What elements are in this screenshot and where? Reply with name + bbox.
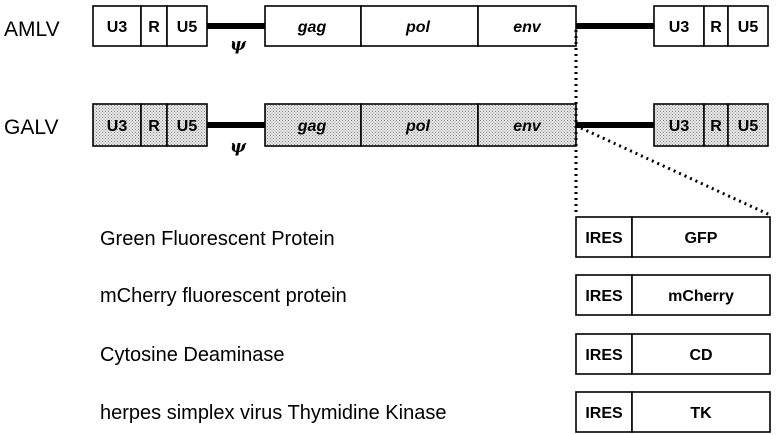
u3-label: U3 [669, 19, 690, 36]
u5-label: U5 [177, 118, 198, 135]
construct-row-galv: GALV U3 R U5 ψ gag pol env U3 R U5 [4, 103, 769, 157]
gag-label: gag [297, 118, 327, 135]
insert-description: Cytosine Deaminase [100, 344, 285, 366]
u5-box [166, 103, 208, 147]
u5-label: U5 [738, 19, 759, 36]
insert-description: mCherry fluorescent protein [100, 285, 347, 307]
gag-box [264, 103, 362, 147]
pol-label: pol [405, 19, 431, 36]
r-label: R [148, 19, 160, 36]
gag-label: gag [297, 19, 327, 36]
u5-box [166, 5, 208, 47]
insert-description: herpes simplex virus Thymidine Kinase [100, 402, 446, 424]
construct-name: AMLV [4, 18, 60, 41]
insert-gene-label: mCherry [668, 288, 734, 305]
u3-box [92, 103, 142, 147]
insert-row: Green Fluorescent Protein IRES GFP [100, 216, 771, 258]
insert-gene-box [631, 274, 771, 316]
insert-gene-box [631, 391, 771, 433]
r-label: R [710, 19, 722, 36]
r-label: R [148, 118, 160, 135]
ires-label: IRES [585, 230, 623, 247]
pol-label: pol [405, 118, 431, 135]
insert-row: mCherry fluorescent protein IRES mCherry [100, 274, 771, 316]
insert-description: Green Fluorescent Protein [100, 228, 335, 250]
construct-name: GALV [4, 116, 58, 139]
env-box [477, 5, 577, 47]
env-box [477, 103, 577, 147]
u3-label: U3 [107, 19, 128, 36]
construct-row-amlv: AMLV U3 R U5 ψ gag pol env U3 R U5 [4, 5, 769, 55]
ltr-left: U3 R U5 [92, 5, 208, 47]
ires-label: IRES [585, 288, 623, 305]
ires-label: IRES [585, 347, 623, 364]
insert-gene-box [631, 333, 771, 375]
ltr-right: U3 R U5 [653, 103, 769, 147]
packaging-signal-psi: ψ [230, 137, 247, 157]
ltr-left: U3 R U5 [92, 103, 208, 147]
r-label: R [710, 118, 722, 135]
u3-label: U3 [107, 118, 128, 135]
u3-box [653, 5, 705, 47]
r-box [140, 103, 168, 147]
gene-block: gag pol env [264, 5, 577, 47]
insert-row: Cytosine Deaminase IRES CD [100, 333, 771, 375]
env-label: env [513, 118, 542, 135]
u3-label: U3 [669, 118, 690, 135]
u5-label: U5 [177, 19, 198, 36]
gene-block: gag pol env [264, 103, 577, 147]
insert-gene-label: TK [690, 405, 712, 422]
u5-box [727, 5, 769, 47]
insert-gene-label: CD [689, 347, 712, 364]
ires-box [575, 274, 633, 316]
ltr-right: U3 R U5 [653, 5, 769, 47]
env-label: env [513, 19, 542, 36]
ires-label: IRES [585, 405, 623, 422]
packaging-signal-psi: ψ [230, 35, 247, 55]
gag-box [264, 5, 362, 47]
u5-box [727, 103, 769, 147]
insert-gene-label: GFP [685, 230, 718, 247]
insertion-zoom-guides [574, 30, 771, 217]
pol-box [360, 103, 479, 147]
r-box [703, 5, 729, 47]
insert-row: herpes simplex virus Thymidine Kinase IR… [100, 391, 771, 433]
insert-gene-box [631, 216, 771, 258]
ires-box [575, 216, 633, 258]
u5-label: U5 [738, 118, 759, 135]
